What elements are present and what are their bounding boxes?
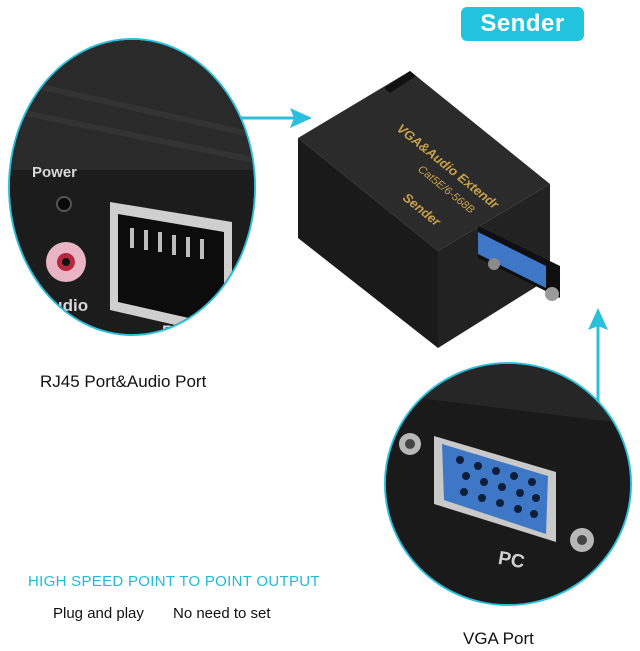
- rj45-audio-caption: RJ45 Port&Audio Port: [40, 372, 207, 391]
- power-label: Power: [32, 164, 78, 181]
- headline: HIGH SPEED POINT TO POINT OUTPUT: [28, 573, 320, 590]
- extender-device: VGA&Audio Extendr Cat5E/6-568B Sender: [298, 71, 560, 348]
- sender-badge: Sender: [461, 7, 584, 41]
- vga-port-closeup: PC: [384, 362, 632, 606]
- audio-label: Audio: [40, 296, 89, 315]
- rj45-port-icon: [110, 202, 232, 334]
- power-led-icon: [56, 196, 72, 212]
- feature-plug-and-play: Plug and play: [53, 605, 144, 622]
- feature-no-setup: No need to set: [173, 605, 271, 622]
- pc-label: PC: [496, 547, 527, 574]
- thumbscrew-icon: [545, 287, 559, 301]
- rj45-label: Rj45: [162, 322, 198, 336]
- vga-caption: VGA Port: [463, 629, 534, 648]
- arrow-up-to-vga: [588, 308, 608, 410]
- rj45-audio-closeup: Power Audio Rj45: [8, 38, 256, 336]
